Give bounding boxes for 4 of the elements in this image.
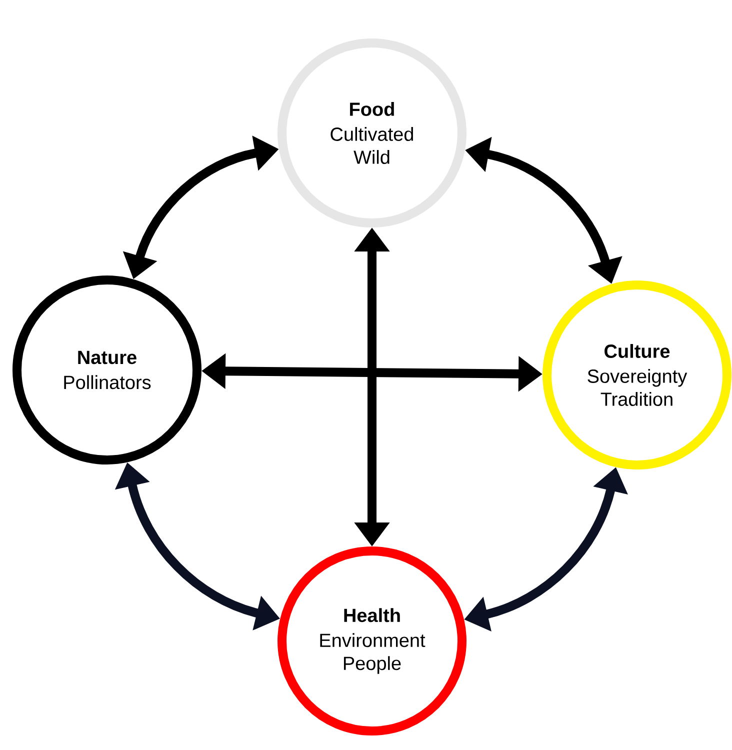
circle-node: Health Environment People [278,546,466,736]
circle-node: Food Cultivated Wild [278,38,466,228]
circle-node: Nature Pollinators [12,276,202,464]
circle-node: Culture Sovereignty Tradition [542,280,732,470]
